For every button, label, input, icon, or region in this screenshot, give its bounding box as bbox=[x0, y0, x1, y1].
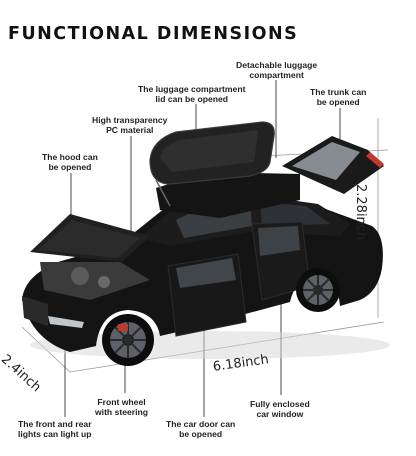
dimension-height: 2.28inch bbox=[353, 184, 368, 241]
page-title: FUNCTIONAL DIMENSIONS bbox=[8, 24, 299, 44]
car-body bbox=[22, 121, 390, 366]
